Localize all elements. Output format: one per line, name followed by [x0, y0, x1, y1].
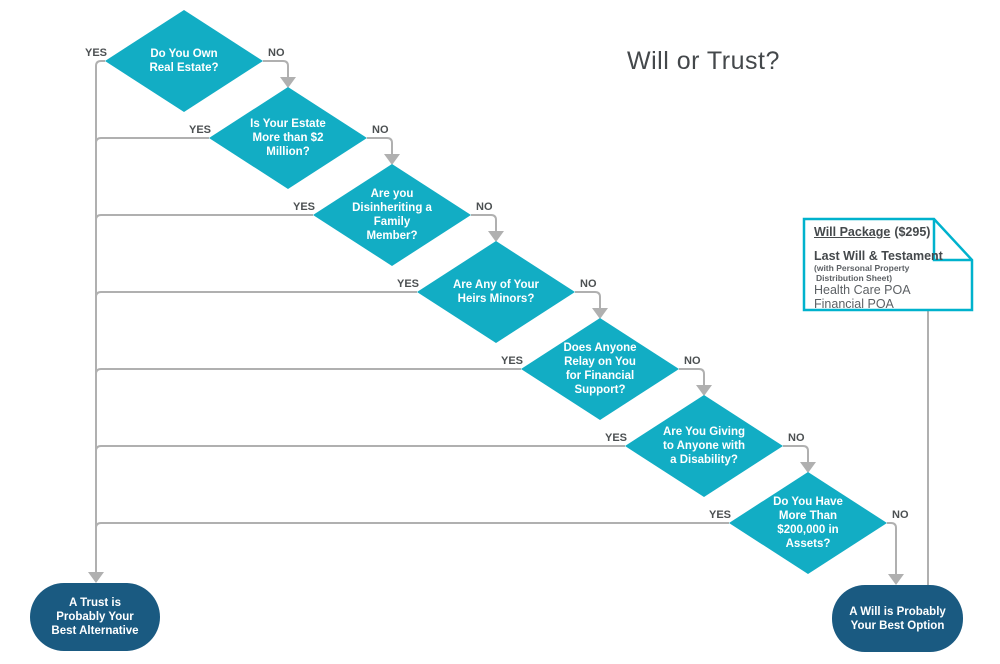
no-label-5: NO [684, 355, 701, 367]
note-title-price: ($295) [894, 225, 931, 239]
yes-connector-5 [95, 368, 521, 375]
arrowhead-to-decision-6 [696, 385, 712, 396]
yes-label-1: YES [84, 47, 107, 59]
decision-diamond-1 [105, 10, 263, 112]
no-connector-4 [575, 291, 601, 308]
note-title-underlined: Will Package [814, 225, 891, 239]
no-connector-3 [471, 214, 497, 231]
will-terminal-shape [832, 585, 963, 652]
yes-connector-6 [95, 445, 625, 452]
note-item-sub-1: (with Personal Property [814, 263, 910, 273]
yes-connector-2 [95, 137, 209, 144]
no-label-4: NO [580, 278, 597, 290]
arrowhead-to-decision-5 [592, 308, 608, 319]
arrowhead-to-decision-7 [800, 462, 816, 473]
note-item-sub-2: Distribution Sheet) [816, 273, 893, 283]
page-title: Will or Trust? [627, 47, 780, 75]
no-connector-7 [887, 522, 897, 574]
note-item-financial-poa: Financial POA [814, 297, 894, 311]
arrowhead-to-will [888, 574, 904, 585]
note-title: Will Package($295) [814, 225, 930, 239]
yes-label-5: YES [500, 355, 523, 367]
no-label-3: NO [476, 201, 493, 213]
yes-label-2: YES [188, 124, 211, 136]
note-shape [802, 217, 974, 312]
decision-diamond-7 [729, 472, 887, 574]
no-label-7: NO [892, 509, 909, 521]
yes-label-6: YES [604, 432, 627, 444]
decision-diamond-6 [625, 395, 783, 497]
arrowhead-to-trust [88, 572, 104, 583]
decision-diamond-2 [209, 87, 367, 189]
yes-connector-1-trunk [95, 60, 105, 572]
arrowhead-to-decision-4 [488, 231, 504, 242]
yes-label-4: YES [396, 278, 419, 290]
arrowhead-to-decision-2 [280, 77, 296, 88]
decision-diamond-3 [313, 164, 471, 266]
note-fold-corner [932, 219, 972, 262]
decision-diamond-5 [521, 318, 679, 420]
trust-terminal-shape [30, 583, 160, 651]
no-connector-1 [263, 60, 289, 77]
yes-label-3: YES [292, 201, 315, 213]
decision-diamond-4 [417, 241, 575, 343]
no-connector-5 [679, 368, 705, 385]
yes-connector-7 [95, 522, 729, 529]
no-label-1: NO [268, 47, 285, 59]
no-connector-2 [367, 137, 393, 154]
note-item-last-will: Last Will & Testament [814, 249, 943, 263]
yes-label-7: YES [708, 509, 731, 521]
no-label-6: NO [788, 432, 805, 444]
no-label-2: NO [372, 124, 389, 136]
yes-connector-3 [95, 214, 313, 221]
yes-connector-4 [95, 291, 417, 298]
no-connector-6 [783, 445, 809, 462]
note-item-health-care-poa: Health Care POA [814, 283, 911, 297]
arrowhead-to-decision-3 [384, 154, 400, 165]
